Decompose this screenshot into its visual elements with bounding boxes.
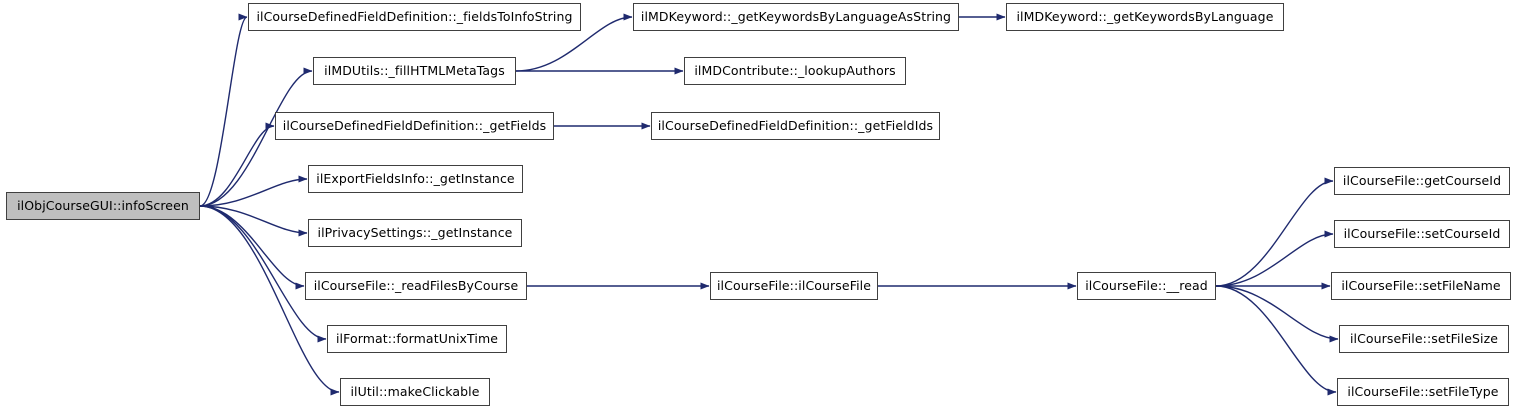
graph-node-label: ilCourseFile::__read	[1085, 277, 1208, 293]
graph-node-label: ilExportFieldsInfo::_getInstance	[316, 170, 515, 186]
graph-node-label: ilCourseDefinedFieldDefinition::_getFiel…	[657, 117, 934, 133]
graph-node-label: ilMDUtils::_fillHTMLMetaTags	[324, 62, 505, 78]
graph-edge-root-to-readFilesByCourse	[199, 205, 305, 290]
graph-node-setFileSize[interactable]: ilCourseFile::setFileSize	[1339, 325, 1509, 353]
graph-node-label: ilPrivacySettings::_getInstance	[317, 224, 513, 240]
graph-node-label: ilCourseFile::setFileType	[1347, 383, 1499, 399]
graph-node-label: ilObjCourseGUI::infoScreen	[17, 197, 189, 213]
graph-node-label: ilCourseFile::_readFilesByCourse	[313, 277, 519, 293]
graph-node-label: ilUtil::makeClickable	[350, 383, 480, 399]
graph-node-fieldsToInfoString[interactable]: ilCourseDefinedFieldDefinition::_fieldsT…	[248, 3, 581, 31]
graph-node-exportFieldsInfo[interactable]: ilExportFieldsInfo::_getInstance	[308, 165, 523, 193]
graph-node-label: ilFormat::formatUnixTime	[335, 330, 499, 346]
graph-node-label: ilCourseFile::getCourseId	[1342, 172, 1502, 188]
graph-node-setCourseId[interactable]: ilCourseFile::setCourseId	[1334, 220, 1510, 248]
graph-edge-root-to-fieldsToInfoString	[199, 13, 248, 207]
graph-edge-read-to-setFileSize	[1215, 285, 1339, 343]
graph-node-label: ilCourseFile::ilCourseFile	[716, 277, 872, 293]
graph-edge-read-to-setFileType	[1215, 285, 1337, 396]
graph-node-privacySettings[interactable]: ilPrivacySettings::_getInstance	[308, 219, 522, 247]
graph-node-read[interactable]: ilCourseFile::__read	[1077, 272, 1216, 300]
graph-node-formatUnixTime[interactable]: ilFormat::formatUnixTime	[327, 325, 507, 353]
graph-node-label: ilCourseFile::setCourseId	[1343, 225, 1501, 241]
graph-node-label: ilMDContribute::_lookupAuthors	[694, 62, 896, 78]
graph-node-ilCourseFileCtor[interactable]: ilCourseFile::ilCourseFile	[710, 272, 878, 300]
graph-node-setFileType[interactable]: ilCourseFile::setFileType	[1337, 378, 1509, 406]
graph-node-keywordsByLanguage[interactable]: ilMDKeyword::_getKeywordsByLanguage	[1006, 3, 1284, 31]
graph-node-label: ilMDKeyword::_getKeywordsByLanguageAsStr…	[640, 8, 952, 24]
graph-node-label: ilMDKeyword::_getKeywordsByLanguage	[1016, 8, 1274, 24]
graph-node-getFields[interactable]: ilCourseDefinedFieldDefinition::_getFiel…	[275, 112, 554, 140]
graph-edge-root-to-getFields	[199, 122, 275, 207]
graph-node-lookupAuthors[interactable]: ilMDContribute::_lookupAuthors	[684, 57, 906, 85]
graph-node-label: ilCourseFile::setFileSize	[1349, 330, 1499, 346]
graph-node-getCourseId[interactable]: ilCourseFile::getCourseId	[1334, 167, 1510, 195]
graph-edge-root-to-privacySettings	[199, 205, 308, 237]
graph-node-label: ilCourseFile::setFileName	[1341, 277, 1501, 293]
graph-node-fillHTMLMetaTags[interactable]: ilMDUtils::_fillHTMLMetaTags	[313, 57, 516, 85]
graph-edge-root-to-exportFieldsInfo	[199, 175, 308, 207]
graph-node-readFilesByCourse[interactable]: ilCourseFile::_readFilesByCourse	[305, 272, 527, 300]
graph-node-label: ilCourseDefinedFieldDefinition::_getFiel…	[282, 117, 547, 133]
graph-node-makeClickable[interactable]: ilUtil::makeClickable	[340, 378, 490, 406]
graph-node-root[interactable]: ilObjCourseGUI::infoScreen	[6, 192, 200, 220]
graph-node-label: ilCourseDefinedFieldDefinition::_fieldsT…	[256, 8, 573, 24]
graph-edge-read-to-setCourseId	[1215, 230, 1334, 287]
graph-node-setFileName[interactable]: ilCourseFile::setFileName	[1331, 272, 1511, 300]
graph-edge-read-to-getCourseId	[1215, 177, 1334, 287]
graph-node-keywordsAsString[interactable]: ilMDKeyword::_getKeywordsByLanguageAsStr…	[633, 3, 959, 31]
graph-node-getFieldIds[interactable]: ilCourseDefinedFieldDefinition::_getFiel…	[651, 112, 940, 140]
